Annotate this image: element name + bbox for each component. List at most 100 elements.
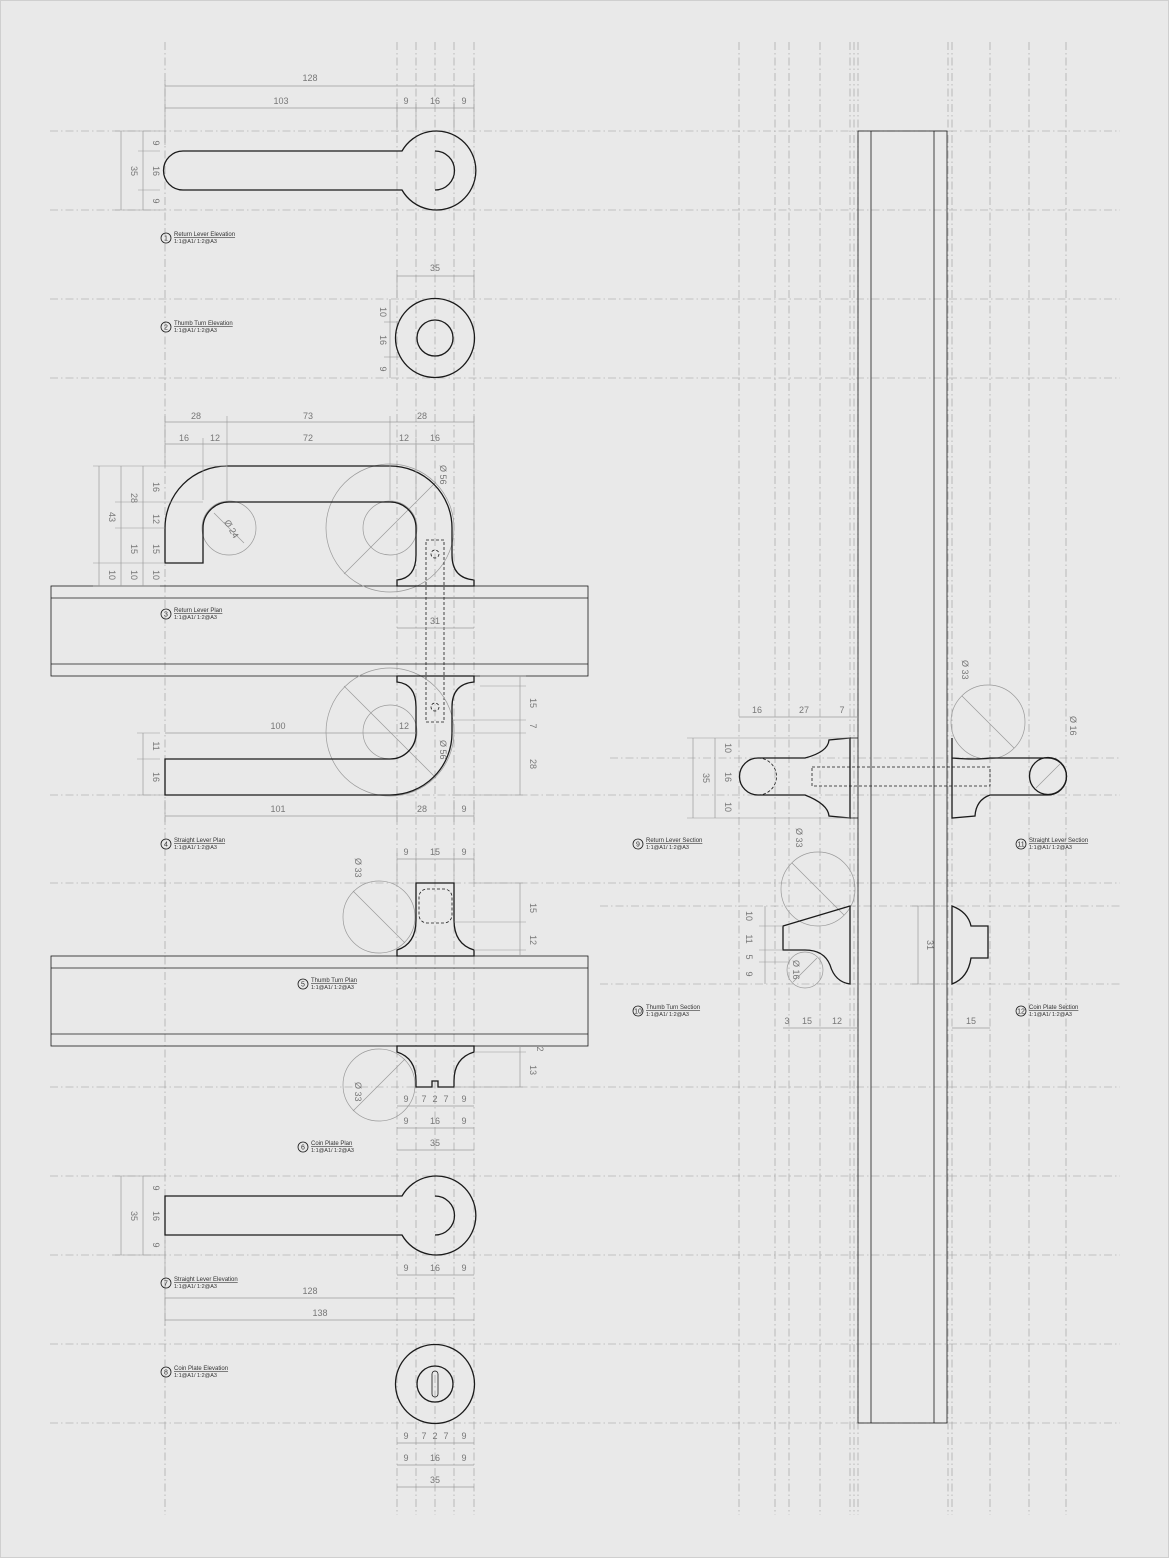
lever-end bbox=[434, 150, 456, 191]
svg-text:Ø 33: Ø 33 bbox=[960, 660, 970, 680]
svg-text:12: 12 bbox=[1017, 1009, 1025, 1016]
svg-text:Ø 33: Ø 33 bbox=[794, 828, 804, 848]
svg-text:Ø 33: Ø 33 bbox=[353, 1082, 363, 1102]
svg-text:1:1@A1/ 1:2@A3: 1:1@A1/ 1:2@A3 bbox=[311, 1148, 354, 1154]
svg-text:10: 10 bbox=[744, 911, 754, 921]
svg-text:13: 13 bbox=[528, 1065, 538, 1075]
svg-text:28: 28 bbox=[417, 804, 427, 814]
svg-text:16: 16 bbox=[430, 433, 440, 443]
svg-text:10: 10 bbox=[151, 570, 161, 580]
view-1-return-lever-elevation: 128 103 9 16 9 35 9 16 9 1 Return Lever … bbox=[115, 73, 477, 245]
dim-103: 103 bbox=[273, 96, 288, 106]
svg-text:7: 7 bbox=[443, 1094, 448, 1104]
svg-text:12: 12 bbox=[528, 935, 538, 945]
svg-text:16: 16 bbox=[179, 433, 189, 443]
svg-text:1:1@A1/ 1:2@A3: 1:1@A1/ 1:2@A3 bbox=[174, 1373, 217, 1379]
svg-text:15: 15 bbox=[129, 544, 139, 554]
svg-text:16: 16 bbox=[430, 1116, 440, 1126]
svg-text:73: 73 bbox=[303, 411, 313, 421]
svg-text:9: 9 bbox=[151, 1185, 161, 1190]
svg-text:16: 16 bbox=[430, 1263, 440, 1273]
svg-text:1:1@A1/ 1:2@A3: 1:1@A1/ 1:2@A3 bbox=[174, 239, 217, 245]
svg-text:15: 15 bbox=[528, 903, 538, 913]
door-section-vertical bbox=[857, 130, 948, 1424]
svg-text:2: 2 bbox=[535, 1046, 545, 1051]
svg-text:1:1@A1/ 1:2@A3: 1:1@A1/ 1:2@A3 bbox=[646, 845, 689, 851]
svg-text:15: 15 bbox=[802, 1016, 812, 1026]
svg-text:9: 9 bbox=[151, 198, 161, 203]
return-lever-section-body bbox=[738, 737, 851, 819]
svg-text:9: 9 bbox=[403, 847, 408, 857]
svg-text:9: 9 bbox=[403, 1094, 408, 1104]
svg-text:1:1@A1/ 1:2@A3: 1:1@A1/ 1:2@A3 bbox=[174, 845, 217, 851]
dim-9b: 9 bbox=[461, 96, 466, 106]
svg-text:1:1@A1/ 1:2@A3: 1:1@A1/ 1:2@A3 bbox=[1029, 1012, 1072, 1018]
dim-128: 128 bbox=[302, 73, 317, 83]
view-5-thumb-turn-plan: 9 15 9 Ø 33 15 12 5 Thumb Turn Plan 1:1@… bbox=[297, 847, 538, 991]
svg-text:16: 16 bbox=[752, 705, 762, 715]
svg-text:8: 8 bbox=[164, 1370, 168, 1377]
view-7-straight-lever-elevation: 35 9 16 9 9 16 9 128 138 7 Straight Leve… bbox=[115, 1175, 477, 1326]
svg-text:15: 15 bbox=[966, 1016, 976, 1026]
svg-text:4: 4 bbox=[164, 842, 168, 849]
svg-text:5: 5 bbox=[744, 954, 754, 959]
svg-text:10: 10 bbox=[723, 743, 733, 753]
svg-text:16: 16 bbox=[430, 1453, 440, 1463]
svg-text:3: 3 bbox=[784, 1016, 789, 1026]
svg-text:128: 128 bbox=[302, 1286, 317, 1296]
view-11-straight-lever-section: Ø 33 Ø 16 11 Straight Lever Section 1:1@… bbox=[950, 660, 1088, 851]
svg-text:9: 9 bbox=[461, 1116, 466, 1126]
coin-plate-section-body bbox=[951, 905, 989, 985]
svg-text:Ø 33: Ø 33 bbox=[353, 858, 363, 878]
view-12-coin-plate-section: 31 15 12 Coin Plate Section 1:1@A1/ 1:2@… bbox=[912, 905, 1078, 1029]
svg-text:9: 9 bbox=[403, 1263, 408, 1273]
svg-text:28: 28 bbox=[129, 493, 139, 503]
svg-text:11: 11 bbox=[1017, 842, 1024, 849]
svg-text:101: 101 bbox=[270, 804, 285, 814]
svg-text:Ø 56: Ø 56 bbox=[438, 465, 448, 485]
thumb-turn-section-body bbox=[782, 905, 851, 985]
title-view-3: Return Lever Plan bbox=[174, 608, 222, 614]
svg-text:35: 35 bbox=[430, 1475, 440, 1485]
title-view-12: Coin Plate Section bbox=[1029, 1005, 1078, 1011]
svg-text:Ø 16: Ø 16 bbox=[1068, 716, 1078, 736]
svg-text:12: 12 bbox=[151, 514, 161, 524]
svg-text:28: 28 bbox=[417, 411, 427, 421]
title-view-8: Coin Plate Elevation bbox=[174, 1366, 228, 1372]
svg-text:2: 2 bbox=[432, 1094, 437, 1104]
svg-text:43: 43 bbox=[107, 512, 117, 522]
title-view-2: Thumb Turn Elevation bbox=[174, 321, 233, 327]
door-leaf-upper bbox=[50, 585, 589, 677]
svg-text:1:1@A1/ 1:2@A3: 1:1@A1/ 1:2@A3 bbox=[1029, 845, 1072, 851]
coin-plate-body bbox=[396, 1045, 475, 1088]
svg-text:10: 10 bbox=[634, 1009, 642, 1016]
svg-text:7: 7 bbox=[528, 723, 538, 728]
svg-text:2: 2 bbox=[164, 325, 168, 332]
svg-text:Ø 56: Ø 56 bbox=[438, 740, 448, 760]
svg-text:16: 16 bbox=[151, 772, 161, 782]
title-view-10: Thumb Turn Section bbox=[646, 1005, 700, 1011]
svg-text:9: 9 bbox=[461, 1453, 466, 1463]
title-view-11: Straight Lever Section bbox=[1029, 838, 1088, 844]
svg-text:9: 9 bbox=[636, 842, 640, 849]
dim-35: 35 bbox=[129, 166, 139, 176]
dim-9: 9 bbox=[403, 96, 408, 106]
svg-text:9: 9 bbox=[461, 1263, 466, 1273]
svg-text:7: 7 bbox=[421, 1094, 426, 1104]
lever-outline bbox=[162, 130, 477, 211]
svg-text:100: 100 bbox=[270, 721, 285, 731]
svg-text:9: 9 bbox=[461, 1431, 466, 1441]
view-2-thumb-turn-elevation: 35 10 16 9 2 Thumb Turn Elevation 1:1@A1… bbox=[160, 263, 476, 379]
svg-text:15: 15 bbox=[151, 544, 161, 554]
svg-text:72: 72 bbox=[303, 433, 313, 443]
svg-text:9: 9 bbox=[403, 1116, 408, 1126]
svg-text:7: 7 bbox=[421, 1431, 426, 1441]
svg-text:9: 9 bbox=[403, 1453, 408, 1463]
svg-text:7: 7 bbox=[164, 1281, 168, 1288]
svg-text:16: 16 bbox=[151, 482, 161, 492]
view-10-thumb-turn-section: 10 11 5 9 3 15 12 Ø 33 Ø 16 10 Thumb Tur… bbox=[632, 828, 858, 1029]
svg-text:9: 9 bbox=[378, 366, 388, 371]
svg-text:1: 1 bbox=[164, 236, 168, 243]
svg-text:35: 35 bbox=[129, 1211, 139, 1221]
